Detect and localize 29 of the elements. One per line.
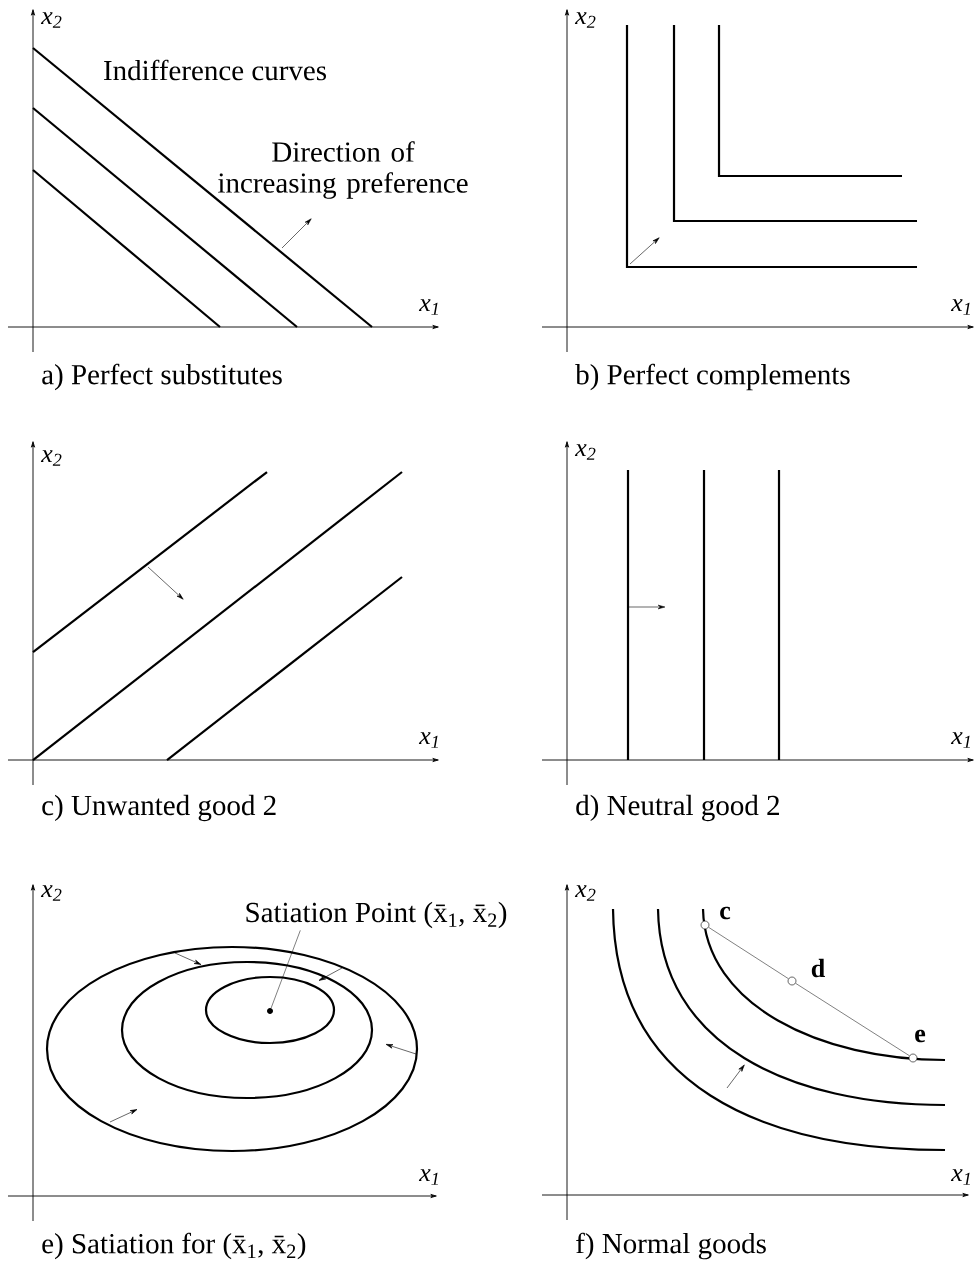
axis-label: x$_{1}$ (418, 1169, 438, 1185)
axis-label: x$_{2}$ (574, 885, 596, 901)
annotation-text: Indifference curves (104, 59, 326, 81)
panel-caption: d) Neutral good 2 (576, 794, 779, 822)
bundle-point (700, 920, 710, 930)
axis-label: x$_{1}$ (950, 732, 970, 748)
axis-label: x$_{2}$ (40, 885, 62, 901)
point-label: e (915, 1029, 926, 1043)
annotation-text: Direction of increasing preference (218, 141, 468, 199)
bundle-point (787, 976, 797, 986)
panel-caption: b) Perfect complements (575, 363, 850, 391)
axis-label: x$_{2}$ (574, 12, 596, 28)
axis-label: x$_{1}$ (950, 299, 970, 315)
axis-label: x$_{1}$ (418, 732, 438, 748)
point-label: Satiation Point (x̄$_{1}$, x̄$_{2}$) (246, 901, 507, 929)
axis-label: x$_{2}$ (40, 450, 62, 466)
bundle-point (908, 1053, 918, 1063)
point-label: d (811, 958, 825, 978)
axis-label: x$_{1}$ (418, 299, 438, 315)
panel-caption: c) Unwanted good 2 (42, 794, 276, 822)
axis-label: x$_{2}$ (40, 12, 62, 28)
connecting-line (795, 983, 910, 1056)
panel-caption: f) Normal goods (576, 1232, 766, 1260)
connecting-line (708, 927, 789, 979)
axis-label: x$_{1}$ (950, 1169, 970, 1185)
axis-label: x$_{2}$ (574, 444, 596, 460)
panel-caption: a) Perfect substitutes (42, 363, 282, 391)
panel-caption: e) Satiation for (x̄$_{1}$, x̄$_{2}$) (42, 1232, 306, 1260)
point-label: c (720, 906, 731, 920)
